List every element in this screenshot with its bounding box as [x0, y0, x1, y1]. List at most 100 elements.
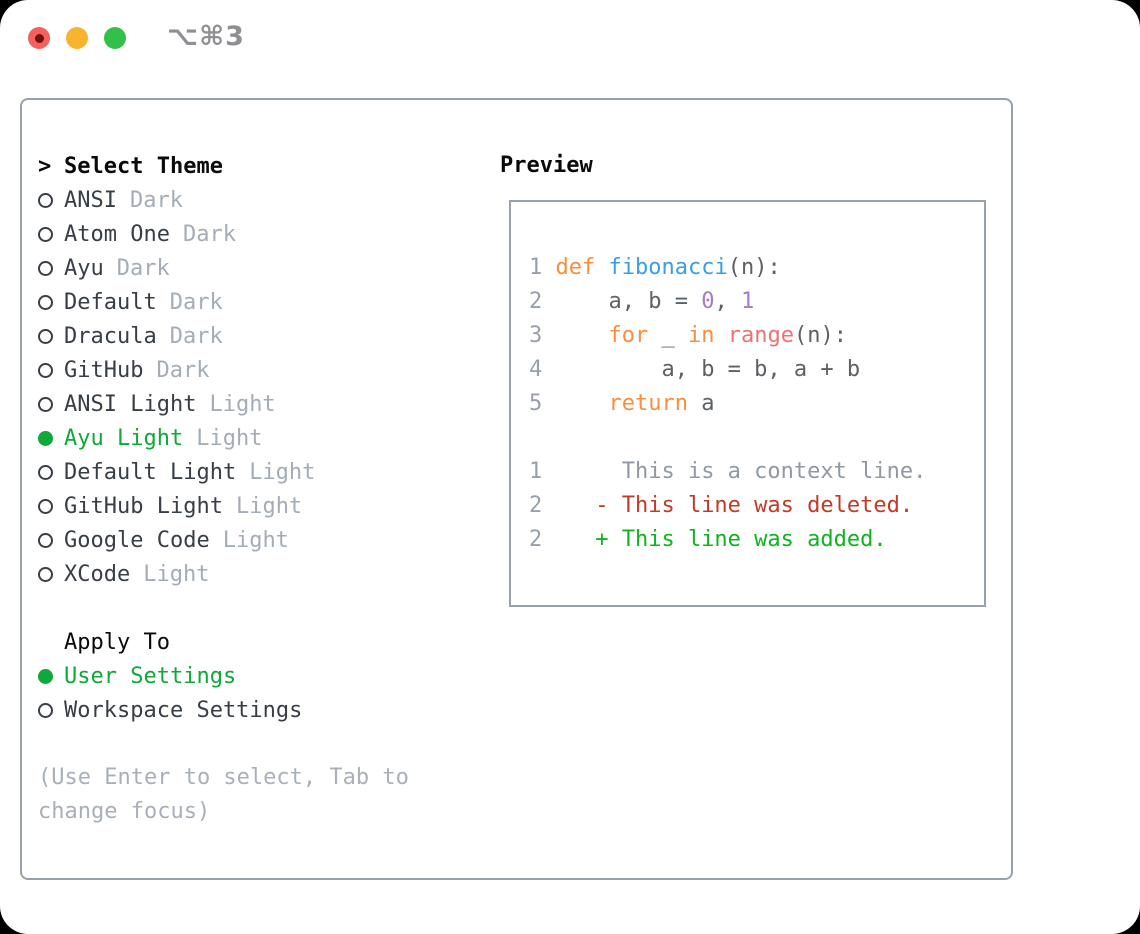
theme-tag: Dark: [169, 323, 223, 349]
theme-tag: Light: [209, 391, 276, 417]
line-number: 2: [529, 527, 543, 552]
theme-name: Dracula: [64, 323, 157, 349]
main-panel: [20, 98, 1013, 880]
code-segment: _: [648, 323, 688, 348]
radio-cell: [38, 430, 64, 446]
code-segment: 1: [740, 289, 755, 314]
radio-icon: [38, 260, 53, 276]
theme-option[interactable]: Default Dark: [38, 285, 488, 319]
theme-name: Default Light: [64, 459, 237, 485]
radio-selected-icon: [38, 430, 53, 446]
code-segment: def: [555, 255, 596, 280]
theme-option[interactable]: GitHub Dark: [38, 353, 488, 387]
theme-tag: Dark: [156, 357, 210, 383]
code-segment: range: [727, 323, 794, 348]
theme-tag: Dark: [169, 289, 223, 315]
code-segment: + This line was added.: [542, 527, 887, 552]
apply-option-label: Workspace Settings: [64, 697, 303, 723]
radio-cell: [38, 566, 64, 582]
code-segment: - This line was deleted.: [542, 493, 914, 518]
code-segment: return: [608, 391, 688, 416]
hint-text-line-1: (Use Enter to select, Tab to: [38, 765, 409, 790]
code-segment: This is a context line.: [542, 459, 927, 484]
preview-box: 1 def fibonacci(n): 2 a, b = 0, 1 3 for _ …: [509, 200, 986, 607]
code-segment: in: [687, 323, 715, 348]
select-theme-title: Select Theme: [64, 153, 223, 179]
radio-icon: [38, 192, 53, 208]
code-segment: [714, 323, 727, 348]
theme-name: XCode: [64, 561, 131, 587]
code-segment: [542, 391, 608, 416]
line-number: 1: [529, 459, 543, 484]
theme-name: Ayu Light: [64, 425, 184, 451]
radio-icon: [38, 362, 53, 378]
theme-option[interactable]: ANSI Light Light: [38, 387, 488, 421]
code-segment: 0: [701, 289, 715, 314]
theme-tag: Light: [222, 527, 289, 553]
radio-cell: [38, 294, 64, 310]
theme-tag: Dark: [129, 187, 183, 213]
code-segment: [542, 323, 608, 348]
code-segment: a: [687, 391, 715, 416]
code-segment: [595, 255, 608, 280]
titlebar: ⌥⌘3: [0, 0, 1140, 76]
radio-cell: [38, 362, 64, 378]
code-segment: ,: [714, 289, 741, 314]
close-button[interactable]: [28, 27, 50, 49]
apply-to-title: Apply To: [64, 629, 170, 655]
theme-name: GitHub: [64, 357, 144, 383]
radio-cell: [38, 532, 64, 548]
radio-icon: [38, 532, 53, 548]
window-title: ⌥⌘3: [167, 21, 245, 52]
theme-name: ANSI Light: [64, 391, 197, 417]
preview-line: 2 + This line was added.: [529, 523, 984, 557]
theme-tag: Light: [196, 425, 263, 451]
apply-option[interactable]: User Settings: [38, 659, 488, 693]
line-number: 2: [529, 289, 543, 314]
preview-line: 1 This is a context line.: [529, 455, 984, 489]
theme-tag: Dark: [116, 255, 170, 281]
select-theme-header: > Select Theme: [38, 149, 488, 183]
preview-line: 4 a, b = b, a + b: [529, 353, 984, 387]
zoom-button[interactable]: [104, 27, 126, 49]
preview-line: [529, 421, 984, 455]
apply-to-header: Apply To: [38, 625, 488, 659]
code-segment: a, b = b, a + b: [542, 357, 861, 382]
theme-option[interactable]: Ayu Light Light: [38, 421, 488, 455]
radio-icon: [38, 328, 53, 344]
minimize-button[interactable]: [66, 27, 88, 49]
radio-cell: [38, 260, 64, 276]
radio-cell: [38, 498, 64, 514]
cursor-prefix: >: [38, 153, 52, 179]
apply-option[interactable]: Workspace Settings: [38, 693, 488, 727]
hint-text-line-2: change focus): [38, 799, 211, 824]
line-number: 2: [529, 493, 543, 518]
line-number: 4: [529, 357, 543, 382]
code-segment: (n):: [727, 255, 781, 280]
theme-name: Default: [64, 289, 157, 315]
radio-cell: [38, 396, 64, 412]
spacer: [38, 591, 488, 625]
code-segment: a, b =: [542, 289, 702, 314]
theme-option[interactable]: XCode Light: [38, 557, 488, 591]
preview-header: Preview: [500, 153, 593, 178]
code-segment: [542, 255, 555, 280]
preview-line: 5 return a: [529, 387, 984, 421]
theme-option[interactable]: Dracula Dark: [38, 319, 488, 353]
radio-icon: [38, 294, 53, 310]
radio-icon: [38, 702, 53, 718]
radio-icon: [38, 498, 53, 514]
theme-tag: Light: [143, 561, 210, 587]
preview-line: 1 def fibonacci(n):: [529, 251, 984, 285]
preview-line: 3 for _ in range(n):: [529, 319, 984, 353]
apply-option-label: User Settings: [64, 663, 237, 689]
radio-cell: [38, 226, 64, 242]
